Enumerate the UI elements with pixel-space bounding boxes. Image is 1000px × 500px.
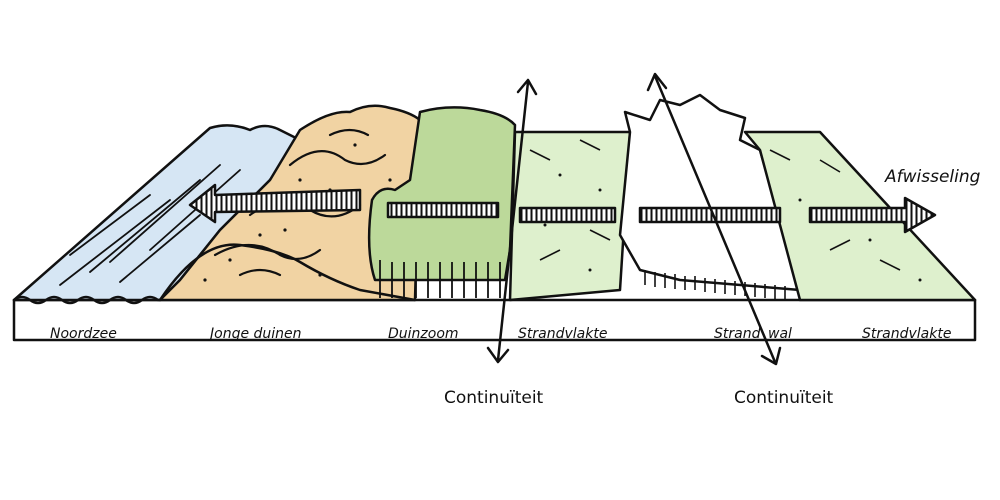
variation-bar-dune-edge [386,201,500,219]
continuity-label-right: Continuïteit [734,388,834,408]
variation-label: Afwisseling [884,167,981,187]
continuity-label-left: Continuïteit [444,388,544,408]
zone-label-jonge-duinen: Jonge duinen [207,326,302,342]
variation-bar-plain-1 [518,206,617,224]
sea-wave-lines [59,164,241,286]
continuity-arrow-right [646,72,782,366]
zone-label-duinzoom: Duinzoom [388,326,459,342]
sea-front-waves [12,295,162,305]
plain-2-marks [769,149,922,282]
dune-edge-forest [367,106,517,282]
plain-1-marks [529,139,611,272]
zone-label-strandvlakte-1: Strandvlakte [518,326,607,342]
zone-label-wal: wal [768,326,792,342]
base-slab [12,298,977,342]
variation-arrow-sea [188,183,362,224]
variation-arrow-inland [808,196,937,234]
beach-ridge [618,93,802,292]
zone-label-noordzee: Noordzee [50,326,117,342]
zone-label-strandvlakte-2: Strandvlakte [862,326,951,342]
dune-front-profile [158,243,417,302]
forest-trunks [379,260,501,298]
continuity-arrow-left [486,78,538,364]
zone-label-strand: Strand [714,326,761,342]
